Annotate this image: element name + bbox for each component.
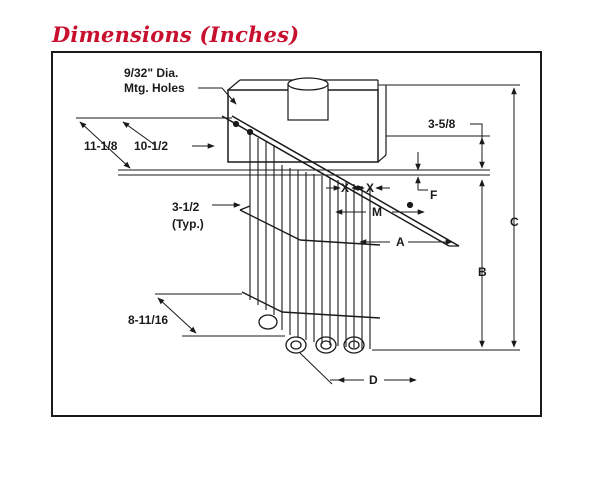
mtg-holes-label-line1: 9/32" Dia. [124, 66, 178, 80]
dim-label-x-right: X [366, 181, 374, 195]
dim-label-m: M [372, 205, 382, 219]
dim-label-3-5-8: 3-5/8 [428, 117, 456, 131]
dim-label-c: C [510, 215, 519, 229]
dim-label-typ: (Typ.) [172, 217, 204, 231]
dimension-lines [79, 87, 517, 385]
extension-lines [76, 84, 520, 381]
dim-label-10-1-2: 10-1/2 [134, 139, 168, 153]
mtg-holes-label-line2: Mtg. Holes [124, 81, 185, 95]
mounting-flange [221, 115, 460, 247]
diagram-frame [51, 51, 542, 417]
dim-label-8-11-16: 8-11/16 [128, 313, 168, 327]
support-plate-upper [239, 205, 381, 246]
dim-label-a: A [396, 235, 405, 249]
conduit-stub [287, 77, 329, 121]
dim-label-3-1-2: 3-1/2 [172, 200, 200, 214]
dim-label-b: B [478, 265, 487, 279]
page-title: Dimensions (Inches) [52, 22, 300, 47]
element-bends [258, 314, 365, 354]
support-plate-lower [241, 291, 381, 319]
dim-label-11-1-8: 11-1/8 [84, 139, 118, 153]
dim-label-f: F [430, 188, 437, 202]
dim-label-d: D [369, 373, 378, 387]
dim-label-x-left: X [341, 181, 349, 195]
